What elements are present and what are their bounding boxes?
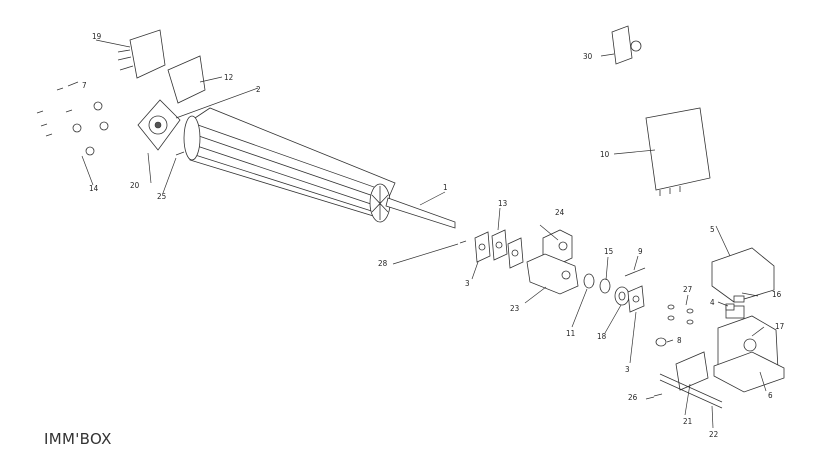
parts-11-15-bearings bbox=[583, 273, 630, 306]
callout-5: 5 bbox=[710, 225, 715, 234]
part-5-cover bbox=[711, 247, 775, 303]
callout-14: 14 bbox=[89, 184, 99, 193]
part-19-plate bbox=[117, 29, 166, 79]
callout-11: 11 bbox=[566, 329, 575, 338]
callout-23: 23 bbox=[510, 304, 519, 313]
callout-4: 4 bbox=[710, 298, 715, 307]
callout-21: 21 bbox=[683, 417, 692, 426]
part-4-clip bbox=[725, 303, 735, 311]
callout-13: 13 bbox=[498, 199, 507, 208]
screws-27 bbox=[667, 304, 694, 325]
part-23-block bbox=[526, 253, 579, 295]
callout-9: 9 bbox=[638, 247, 643, 256]
part-25-screw bbox=[175, 151, 185, 156]
callout-labels: 19 12 7 2 14 20 25 1 28 13 3 24 23 11 15… bbox=[82, 32, 784, 439]
callout-7: 7 bbox=[82, 81, 87, 90]
callout-25: 25 bbox=[157, 192, 166, 201]
part-8-ring bbox=[655, 337, 667, 347]
callout-27: 27 bbox=[683, 285, 692, 294]
callout-15: 15 bbox=[604, 247, 613, 256]
callout-12: 12 bbox=[224, 73, 233, 82]
part-9-key bbox=[624, 267, 646, 277]
screws-7 bbox=[36, 87, 73, 137]
callout-3-right: 3 bbox=[625, 365, 630, 374]
callout-1: 1 bbox=[443, 183, 448, 192]
part-20-flange bbox=[137, 99, 181, 151]
part-22-rod bbox=[659, 373, 723, 409]
part-30-switch bbox=[611, 25, 642, 65]
part-16-clip bbox=[733, 295, 745, 303]
part-1-tube bbox=[183, 107, 456, 229]
callout-6: 6 bbox=[768, 391, 773, 400]
leader-lines bbox=[67, 39, 767, 429]
diagram-caption: IMM'BOX bbox=[44, 430, 112, 448]
callout-30: 30 bbox=[583, 52, 593, 61]
callout-2: 2 bbox=[256, 85, 261, 94]
callout-19: 19 bbox=[92, 32, 102, 41]
callout-3-left: 3 bbox=[465, 279, 470, 288]
callout-18: 18 bbox=[597, 332, 607, 341]
callout-24: 24 bbox=[555, 208, 565, 217]
callout-10: 10 bbox=[600, 150, 610, 159]
part-6-base bbox=[713, 351, 785, 393]
callout-26: 26 bbox=[628, 393, 638, 402]
callout-17: 17 bbox=[775, 322, 784, 331]
part-12-plate bbox=[167, 55, 206, 104]
part-10-box bbox=[645, 107, 711, 196]
callout-28: 28 bbox=[378, 259, 388, 268]
part-28-pin bbox=[459, 240, 467, 244]
part-3-plate-right bbox=[627, 285, 645, 313]
part-21-bracket bbox=[675, 351, 709, 391]
callout-20: 20 bbox=[130, 181, 140, 190]
washers-14 bbox=[72, 101, 109, 156]
callout-8: 8 bbox=[677, 336, 682, 345]
part-26-screw bbox=[653, 393, 663, 397]
callout-22: 22 bbox=[709, 430, 718, 439]
callout-16: 16 bbox=[772, 290, 782, 299]
plates-3-13 bbox=[474, 229, 524, 269]
